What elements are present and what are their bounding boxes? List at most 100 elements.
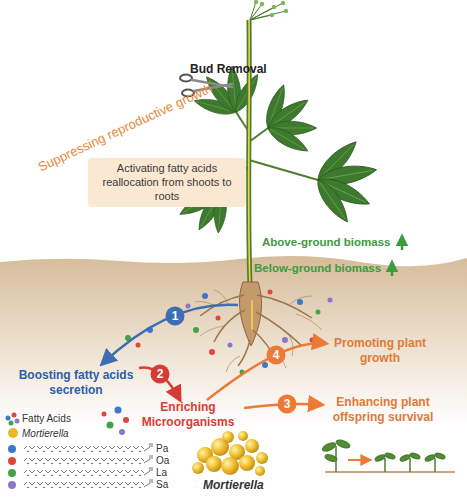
circle-outline [278, 395, 297, 414]
seedlings [348, 459, 370, 461]
fatty-acid-dots [102, 290, 333, 436]
node-text: Promoting plant growth [326, 336, 434, 366]
node-text: Enriching Microorganisms [132, 400, 244, 430]
plant-roots [214, 290, 228, 303]
callout-number: 4 [266, 345, 286, 365]
seedlings [324, 454, 337, 463]
fatty-acid-chain [24, 482, 144, 488]
fatty-acid-chain [144, 455, 152, 463]
legend-swatch [8, 457, 16, 465]
fatty-acid-dots [123, 417, 129, 423]
legend-icon [9, 421, 14, 426]
action-label: Bud Removal [190, 62, 267, 76]
flower-umbel [254, 0, 258, 4]
flower-umbel [250, 0, 288, 20]
fatty-acid-dots [102, 412, 107, 417]
legend-text: Oa [156, 455, 169, 466]
callout-number: 3 [277, 394, 297, 414]
seedlings [385, 452, 396, 460]
fatty-acid-dots [193, 327, 199, 333]
flower-umbel [272, 5, 276, 9]
fatty-acid-dots [282, 337, 288, 343]
fatty-acid-dots [262, 362, 268, 368]
fatty-acid-dots [115, 407, 122, 414]
mortierella-cluster [245, 439, 259, 453]
legend-swatch [8, 481, 16, 489]
plant-roots [195, 282, 322, 372]
fatty-acid-dots [228, 343, 233, 348]
organism-label: Mortierella [203, 478, 264, 492]
mortierella-cluster [255, 466, 265, 476]
leaf-petiole [249, 160, 318, 180]
seedlings [400, 454, 411, 462]
plant-roots [286, 332, 293, 356]
flower-umbel [270, 13, 274, 17]
plant-roots [290, 296, 312, 304]
seedlings [321, 439, 455, 472]
mortierella-cluster [256, 452, 268, 464]
seedlings [435, 452, 446, 460]
callout-number: 1 [165, 306, 185, 326]
increase-arrow [392, 236, 402, 276]
step-text: Boosting fatty acids secretion [12, 368, 140, 398]
mortierella-cluster [206, 456, 222, 472]
fatty-acid-chain [24, 470, 144, 476]
circle-outline [151, 365, 170, 384]
legend-icon [15, 419, 20, 424]
flower-umbel [250, 3, 283, 20]
step-text: Enhancing plant offspring survival [322, 395, 444, 425]
legend-swatch [8, 445, 16, 453]
fatty-acid-dots [268, 290, 273, 295]
flower-umbel [250, 2, 256, 20]
circle-outline [166, 307, 185, 326]
step-text: Promoting plant growth [326, 336, 434, 366]
legend-icon [12, 413, 17, 418]
biomass-label: Above-ground biomass [262, 236, 390, 248]
seedlings [410, 452, 421, 460]
flower-umbel [281, 1, 285, 5]
seedlings [375, 454, 386, 462]
fatty-acid-chain [24, 458, 144, 464]
soil [0, 256, 467, 499]
step-number: 4 [266, 345, 286, 365]
fatty-acid-dots [216, 316, 221, 321]
plant-roots [257, 295, 312, 318]
fatty-acid-dots [119, 429, 125, 435]
mortierella-cluster [221, 457, 239, 475]
flow-arrow [207, 343, 326, 400]
fatty-acid-chain [24, 446, 144, 452]
flower-umbel [254, 0, 288, 17]
mortierella-cluster [238, 431, 248, 441]
fatty-acid-dots [107, 422, 114, 429]
compound-leaf [265, 122, 311, 156]
plant-roots [226, 356, 240, 372]
fatty-acid-dots [209, 349, 215, 355]
fatty-acid-dots [136, 343, 141, 348]
seedlings [425, 454, 436, 462]
process-box: Activating fatty acids reallocation from… [88, 158, 246, 207]
compound-leaf [312, 176, 353, 226]
mortierella-cluster [222, 431, 234, 443]
plant-roots [296, 314, 322, 330]
legend-text: Pa [156, 443, 168, 454]
seedlings [321, 441, 336, 452]
mortierella-cluster [192, 431, 268, 476]
legend-icon [6, 416, 11, 421]
plant-roots [195, 290, 322, 372]
plant-roots [200, 326, 224, 336]
circle-outline [267, 346, 286, 365]
increase-arrow [401, 236, 404, 250]
flower-umbel [284, 9, 288, 13]
fatty-acid-chain [144, 467, 152, 475]
step-number: 3 [277, 394, 297, 414]
legend-text: Mortierella [22, 428, 69, 439]
fatty-acid-dots [316, 310, 321, 315]
fatty-acid-dots [310, 338, 315, 343]
plant-roots [238, 340, 250, 366]
seedlings [384, 458, 386, 472]
seedlings [335, 439, 350, 449]
legend-swatch [8, 428, 18, 438]
node-text: Boosting fatty acids secretion [12, 368, 140, 398]
legend-icon [6, 413, 20, 426]
